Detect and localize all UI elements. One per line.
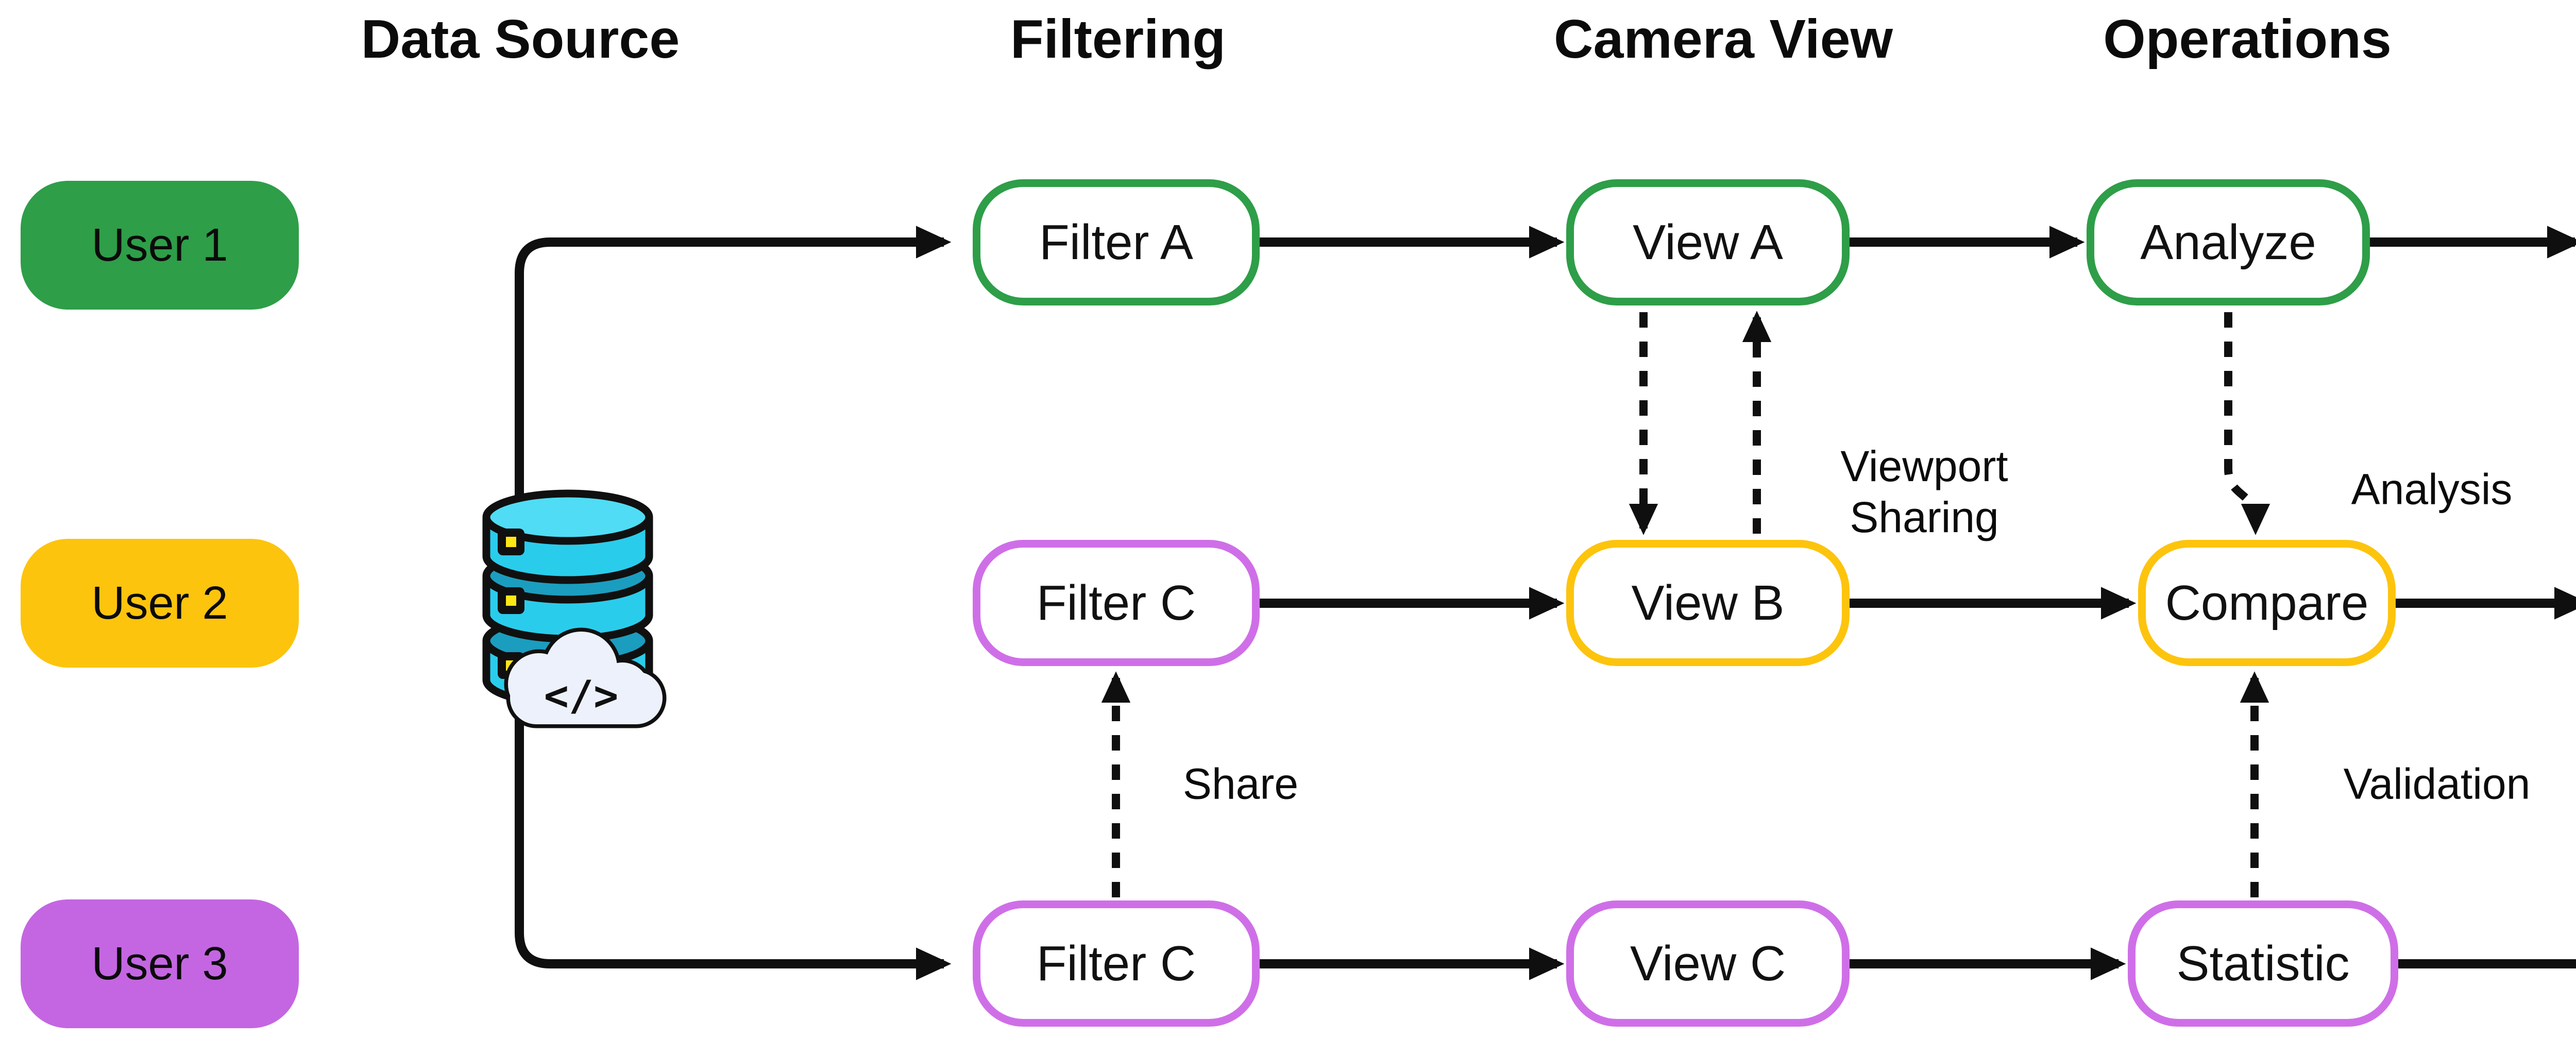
validation-label: Validation: [2343, 759, 2531, 808]
viewport-sharing-label: Viewport Sharing: [1840, 441, 2008, 541]
edge-analysis-dotted: [2224, 312, 2270, 535]
node-user1-filter: Filter A: [973, 179, 1260, 305]
column-header-filtering: Filtering: [1010, 9, 1226, 70]
node-user1-operation: Analyze: [2087, 179, 2370, 305]
node-user3-operation: Statistic: [2128, 900, 2398, 1027]
node-user2-operation: Compare: [2138, 540, 2396, 666]
database-icon: </>: [482, 489, 667, 728]
node-user3-view: View C: [1566, 900, 1850, 1027]
code-icon: </>: [544, 672, 619, 720]
node-user1-view: View A: [1566, 179, 1850, 305]
share-label: Share: [1182, 759, 1299, 808]
node-user2-filter: Filter C: [973, 540, 1260, 666]
cloud-icon: </>: [504, 627, 667, 728]
analysis-label: Analysis: [2351, 465, 2513, 514]
user2-badge: User 2: [21, 539, 299, 668]
column-header-camera-view: Camera View: [1554, 9, 1893, 70]
user1-badge: User 1: [21, 181, 299, 310]
column-header-operations: Operations: [2103, 9, 2392, 70]
user3-badge: User 3: [21, 899, 299, 1028]
column-header-data-source: Data Source: [361, 9, 680, 70]
node-user2-view: View B: [1566, 540, 1850, 666]
node-user3-filter: Filter C: [973, 900, 1260, 1027]
